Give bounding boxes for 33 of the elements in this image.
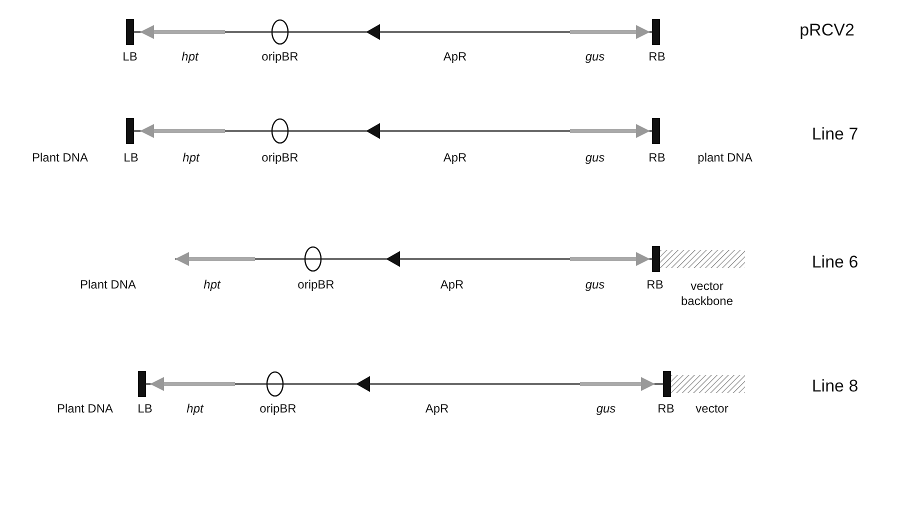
element-label: LB — [122, 50, 138, 64]
element-label: ApR — [425, 402, 449, 416]
element-label: oripBR — [262, 50, 298, 64]
gene-label: gus — [585, 278, 605, 292]
element-label: oripBR — [298, 278, 334, 292]
element-label: LB — [124, 150, 138, 166]
element-label: RB — [646, 278, 664, 292]
construct-name: Line 7 — [812, 126, 858, 142]
gene-label: hpt — [182, 150, 200, 166]
flanking-label: Plant DNA — [56, 402, 114, 416]
element-label: RB — [658, 402, 674, 416]
construct-name: Line 8 — [812, 378, 858, 394]
flanking-label: vector — [696, 402, 728, 416]
gene-label: gus — [585, 50, 605, 64]
gene-label: hpt — [182, 50, 198, 64]
flanking-label: plant DNA — [698, 150, 752, 166]
element-label: oripBR — [260, 402, 296, 416]
element-label: oripBR — [262, 150, 298, 166]
gene-label: gus — [585, 150, 605, 166]
element-label: ApR — [443, 50, 467, 64]
gene-label: gus — [596, 402, 616, 416]
element-label: ApR — [440, 278, 464, 292]
construct-name: pRCV2 — [800, 22, 854, 38]
flanking-label: vector backbone — [680, 279, 734, 309]
construct-name: Line 6 — [812, 254, 858, 270]
element-label: LB — [138, 402, 152, 416]
flanking-label: Plant DNA — [80, 278, 136, 292]
gene-label: hpt — [186, 402, 204, 416]
element-label: RB — [648, 150, 666, 166]
flanking-label: Plant DNA — [32, 150, 88, 166]
element-label: RB — [648, 50, 666, 64]
gene-label: hpt — [204, 278, 220, 292]
element-label: ApR — [443, 150, 467, 166]
